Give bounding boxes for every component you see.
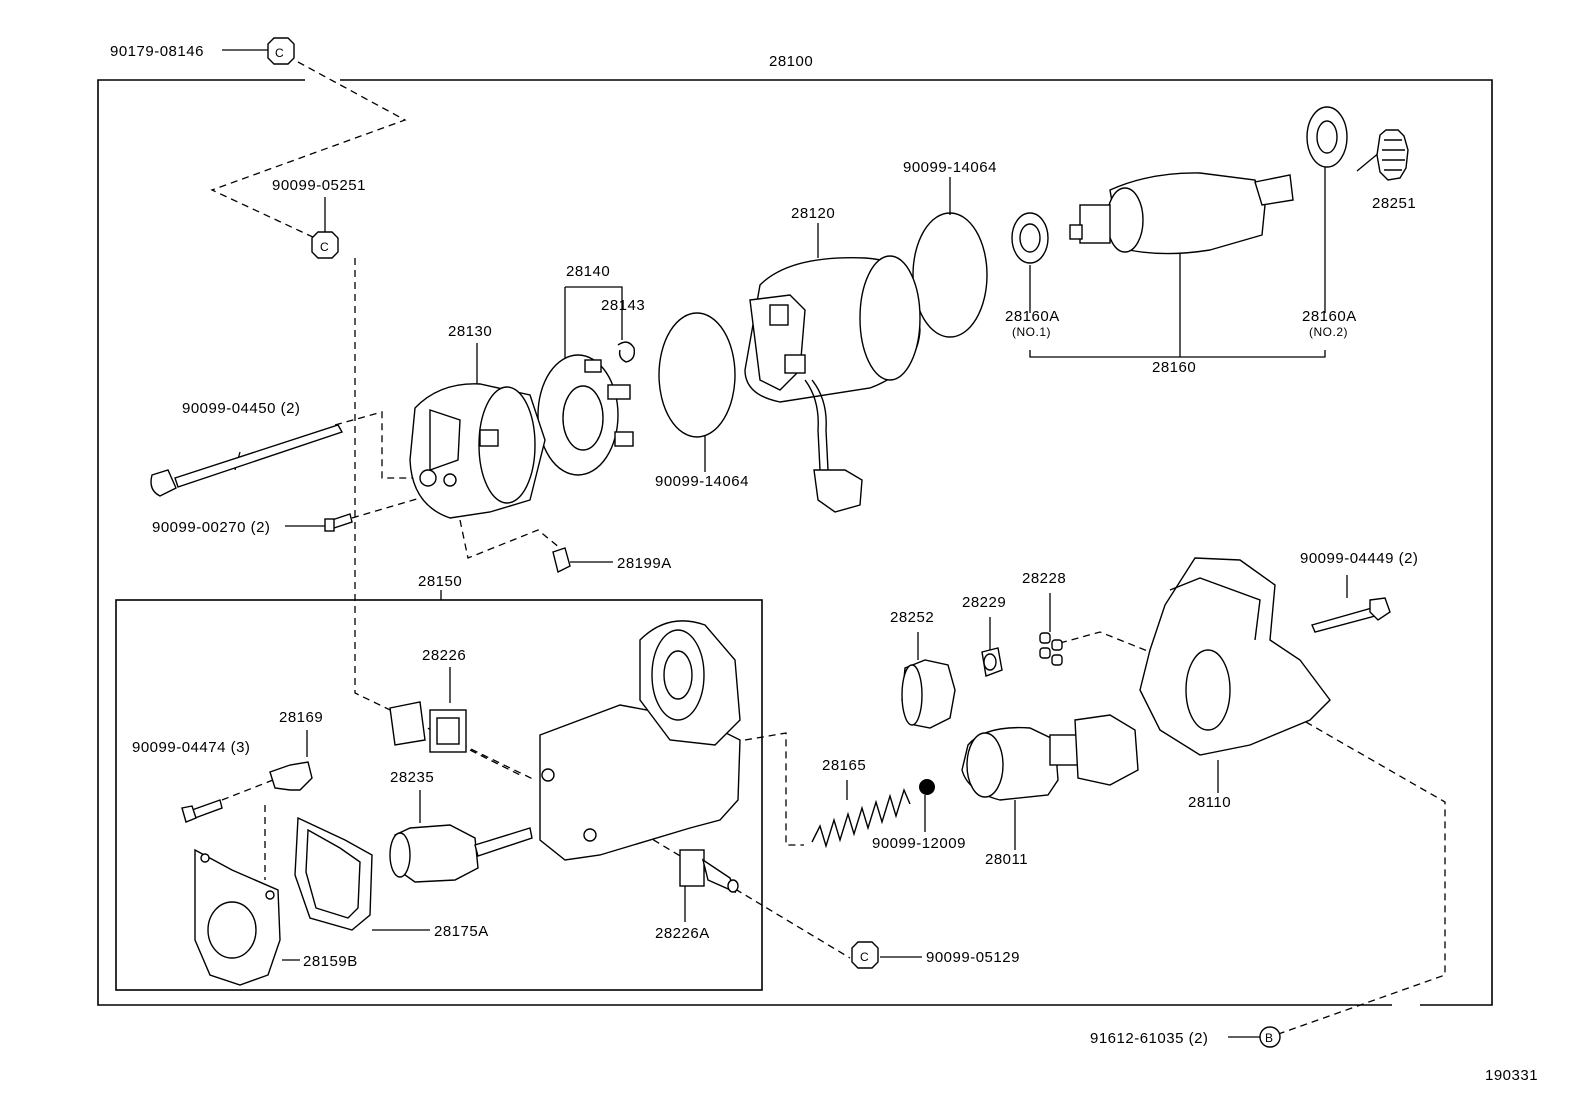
leader-lines [222, 49, 1381, 1038]
label-28199A: 28199A [617, 555, 672, 572]
screw-90099-04474 [181, 799, 223, 823]
label-90099-04474: 90099-04474 (3) [132, 739, 250, 756]
starter-housing-28150 [539, 620, 741, 861]
label-90099-05251: 90099-05251 [272, 177, 366, 194]
rollers-28228 [1039, 632, 1063, 666]
plunger-28235 [389, 824, 533, 883]
nut-90099-05129: C [851, 941, 879, 969]
label-90099-04450: 90099-04450 (2) [182, 400, 300, 417]
part-number-labels: 90179-08146 28100 90099-05251 90099-1406… [110, 43, 1538, 1084]
marker-b-label: B [1265, 1031, 1273, 1045]
yoke-assembly-28120 [744, 255, 921, 513]
label-90099-14064-upper: 90099-14064 [903, 159, 997, 176]
label-28175A: 28175A [434, 923, 489, 940]
brush-spring-28143 [617, 341, 636, 363]
label-28160A-no1: 28160A [1005, 308, 1060, 325]
spring-28165 [811, 787, 911, 849]
label-90099-00270: 90099-00270 (2) [152, 519, 270, 536]
label-28229: 28229 [962, 594, 1006, 611]
starter-clutch-28011 [961, 714, 1139, 801]
label-28251: 28251 [1372, 195, 1416, 212]
nut-90179-08146: C [267, 37, 295, 65]
label-28165: 28165 [822, 757, 866, 774]
label-28160A-no2: 28160A [1302, 308, 1357, 325]
idler-gear-28252 [901, 659, 956, 729]
lead-plate-28169 [269, 761, 313, 791]
label-28235: 28235 [390, 769, 434, 786]
label-28159B: 28159B [303, 953, 358, 970]
label-28226: 28226 [422, 647, 466, 664]
label-91612-61035: 91612-61035 (2) [1090, 1030, 1208, 1047]
label-28011: 28011 [985, 851, 1028, 868]
label-28150: 28150 [418, 573, 462, 590]
label-28252: 28252 [890, 609, 934, 626]
label-28143: 28143 [601, 297, 645, 314]
brush-holder-28140 [537, 354, 634, 476]
nut-90099-05251: C [311, 231, 339, 259]
drive-housing-28110 [1139, 557, 1331, 756]
label-28169: 28169 [279, 709, 323, 726]
armature-28160 [1069, 172, 1294, 255]
marker-c-label: C [860, 950, 869, 964]
label-90179-08146: 90179-08146 [110, 43, 204, 60]
gear-28251 [1376, 129, 1409, 181]
end-frame-28130 [409, 383, 546, 519]
label-28160A-no1-sub: (NO.1) [1012, 325, 1051, 339]
label-90099-12009: 90099-12009 [872, 835, 966, 852]
subassembly-frame-28150 [115, 599, 763, 991]
label-90099-05129: 90099-05129 [926, 949, 1020, 966]
marker-c-label: C [320, 240, 329, 254]
bolt-90099-04449 [1311, 597, 1391, 633]
label-28228: 28228 [1022, 570, 1066, 587]
retainer-28229 [981, 647, 1003, 677]
label-90099-04449: 90099-04449 (2) [1300, 550, 1418, 567]
label-28160: 28160 [1152, 359, 1196, 376]
label-28110: 28110 [1188, 794, 1231, 811]
o-ring-90099-14064-lower [658, 312, 736, 438]
diagram-id: 190331 [1485, 1067, 1538, 1084]
label-28120: 28120 [791, 205, 835, 222]
bearing-28160A-no1 [1011, 212, 1049, 264]
bearing-28160A-no2 [1306, 106, 1348, 168]
through-bolt-90099-04450 [150, 424, 344, 497]
steel-ball-90099-12009 [919, 779, 935, 795]
label-28160A-no2-sub: (NO.2) [1309, 325, 1348, 339]
screw-90099-00270 [324, 513, 353, 532]
insulator-28199A [552, 547, 571, 574]
marker-c-label: C [275, 46, 284, 60]
label-28140: 28140 [566, 263, 610, 280]
dashed-connectors [210, 61, 1446, 1038]
terminal-28226A [679, 849, 739, 894]
label-28226A: 28226A [655, 925, 710, 942]
terminal-28226 [389, 701, 467, 753]
label-28100: 28100 [769, 53, 813, 70]
solenoid-cover-28159B [194, 848, 281, 986]
o-ring-90099-14064-upper [912, 212, 988, 338]
label-90099-14064-lower: 90099-14064 [655, 473, 749, 490]
label-28130: 28130 [448, 323, 492, 340]
gasket-28175A [294, 816, 373, 931]
marker-b-91612-61035: B [1259, 1026, 1281, 1048]
assembly-frame-28100 [97, 79, 1493, 1006]
